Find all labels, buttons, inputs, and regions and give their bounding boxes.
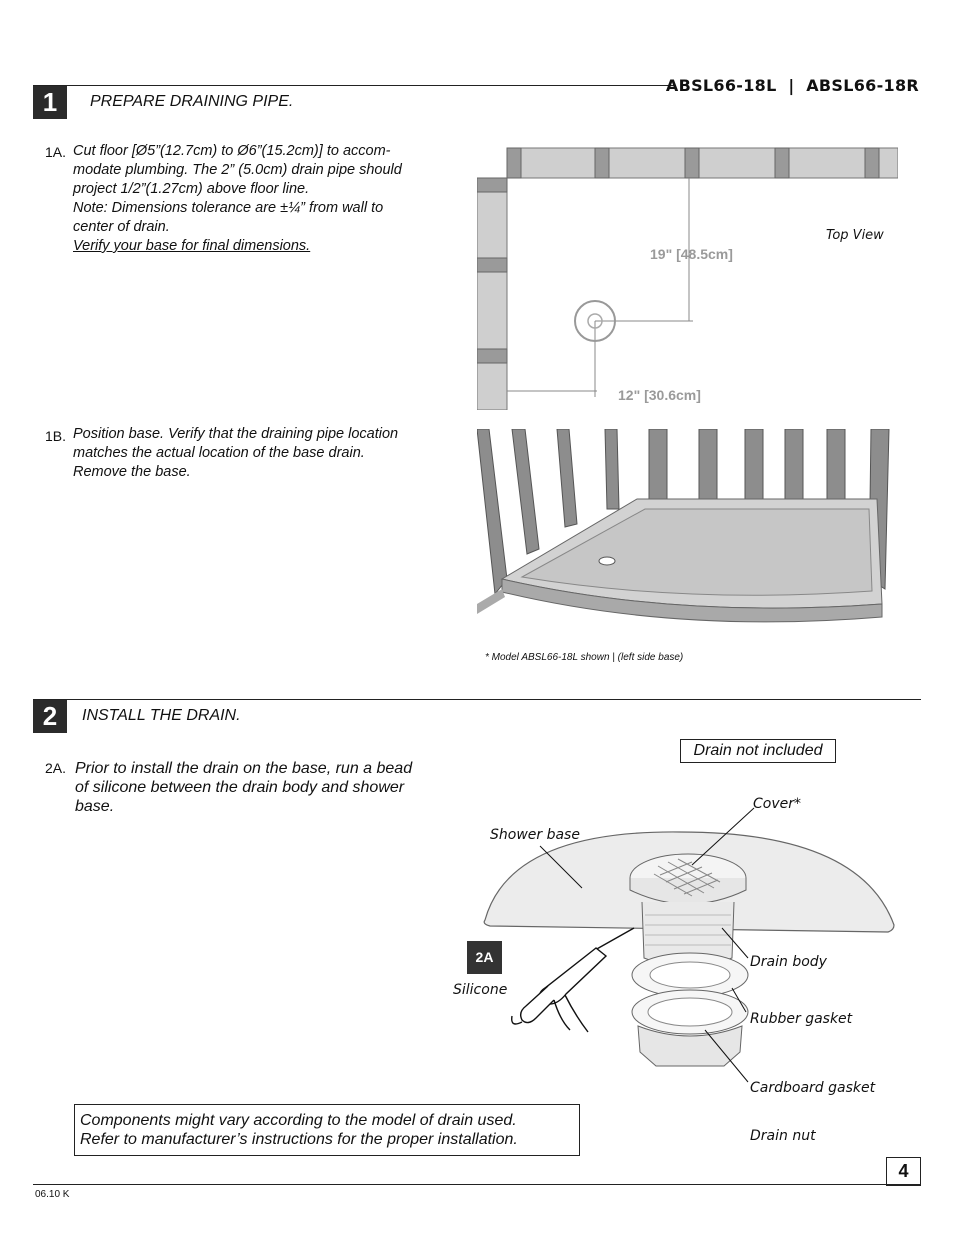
step-2-badge: 2 [33, 700, 67, 733]
footer-rule [33, 1184, 921, 1185]
components-note: Components might vary according to the m… [74, 1104, 580, 1156]
components-note-line: Refer to manufacturer’s instructions for… [80, 1131, 518, 1148]
step-1a-line: center of drain. [73, 219, 170, 235]
callout-drain-nut: Drain nut [750, 1128, 816, 1144]
shower-base-illustration [476, 428, 898, 631]
step-1b-text: Position base. Verify that the draining … [73, 425, 453, 482]
model-shown-note: * Model ABSL66-18L shown | (left side ba… [485, 652, 684, 663]
revision-code: 06.10 K [35, 1189, 70, 1200]
step-1b-line: Position base. Verify that the draining … [73, 426, 399, 442]
step-2a-line: of silicone between the drain body and s… [75, 779, 405, 796]
callout-drain-body: Drain body [750, 954, 827, 970]
step-2-rule [33, 699, 921, 700]
step-1a-line: modate plumbing. The 2” (5.0cm) drain pi… [73, 162, 402, 178]
step-2a-line: Prior to install the drain on the base, … [75, 760, 413, 777]
step-1b-line: matches the actual location of the base … [73, 445, 365, 461]
callout-rubber-gasket: Rubber gasket [750, 1011, 853, 1027]
model-number: ABSL66-18L | ABSL66-18R [665, 76, 919, 95]
callout-cover: Cover* [753, 796, 801, 812]
step-1-badge: 1 [33, 86, 67, 119]
dimension-horizontal: 12" [30.6cm] [618, 387, 701, 403]
callout-shower-base: Shower base [490, 827, 580, 843]
callout-silicone: Silicone [453, 982, 508, 998]
step-2a-badge: 2A [467, 941, 502, 974]
step-1b-label: 1B. [45, 428, 67, 444]
drain-not-included-note: Drain not included [680, 739, 836, 763]
step-1a-text: Cut floor [Ø5”(12.7cm) to Ø6”(15.2cm)] t… [73, 142, 453, 256]
step-2-title: INSTALL THE DRAIN. [82, 707, 241, 724]
step-2a-text: Prior to install the drain on the base, … [75, 759, 455, 816]
header-rule [33, 85, 675, 86]
step-1b-line: Remove the base. [73, 464, 191, 480]
callout-cardboard-gasket: Cardboard gasket [750, 1080, 876, 1096]
step-1a-label: 1A. [45, 144, 67, 160]
step-2a-label: 2A. [45, 760, 67, 776]
step-2a-line: base. [75, 798, 115, 815]
components-note-line: Components might vary according to the m… [80, 1112, 517, 1129]
top-view-drawing [476, 147, 899, 411]
drain-exploded-illustration [470, 790, 910, 1090]
verify-dimensions-note: Verify your base for final dimensions. [73, 238, 311, 254]
top-view-caption: Top View [826, 228, 884, 243]
step-1a-line: Note: Dimensions tolerance are ±¼” from … [73, 200, 384, 216]
dimension-vertical: 19" [48.5cm] [650, 246, 733, 262]
page-number: 4 [886, 1157, 921, 1186]
step-1-title: PREPARE DRAINING PIPE. [90, 93, 294, 110]
step-1a-line: project 1/2”(1.27cm) above floor line. [73, 181, 310, 197]
step-1a-line: Cut floor [Ø5”(12.7cm) to Ø6”(15.2cm)] t… [73, 143, 391, 159]
